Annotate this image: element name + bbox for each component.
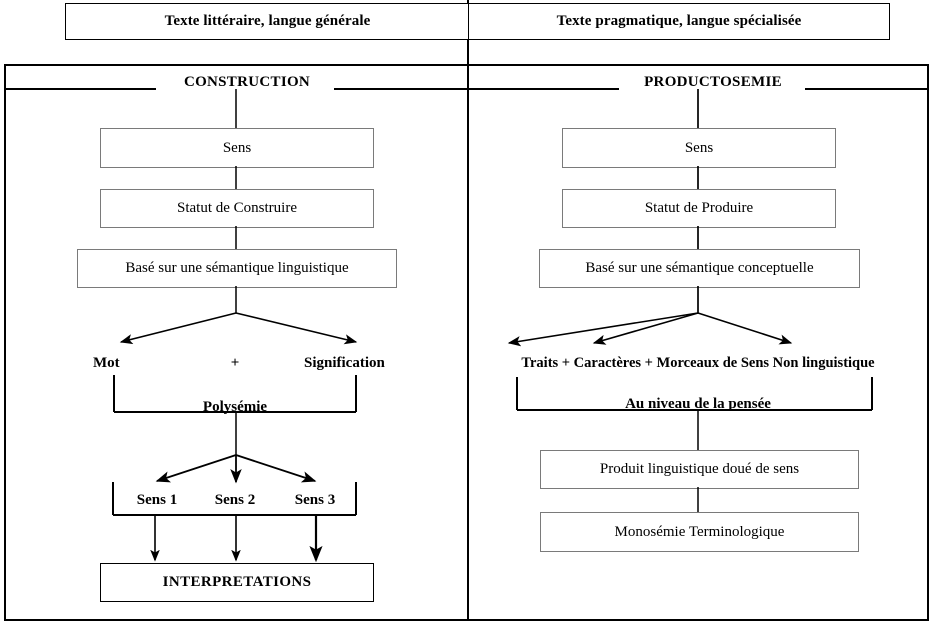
left-box-base-label: Basé sur une sémantique linguistique [125,260,349,276]
right-box-produit-label: Produit linguistique doué de sens [599,461,800,477]
section-rule-right-b [787,88,928,90]
left-branch-mot: Mot [93,355,120,372]
left-branch-plus-label: + [230,355,240,371]
header-box-right: Texte pragmatique, langue spécialisée [468,3,890,40]
section-rule-left-a [4,88,156,90]
frame-bottom-border [4,619,929,621]
right-box-sens: Sens [562,128,836,168]
left-leaf-sens-3: Sens 3 [295,492,335,509]
right-branch-line: Traits + Caractères + Morceaux de Sens N… [521,355,874,372]
section-rule-left-b [318,88,468,90]
left-arrow-to-sens1 [155,454,237,483]
left-box-sens: Sens [100,128,374,168]
right-branch-line-label: Traits + Caractères + Morceaux de Sens N… [521,355,875,371]
right-box-monosemie: Monosémie Terminologique [540,512,859,552]
left-box-statut-label: Statut de Construire [177,200,297,216]
left-leaf-sens-1-label: Sens 1 [136,492,178,508]
left-bracket-polysemie-label: Polysémie [202,399,268,415]
left-box-interpretations-label: INTERPRETATIONS [162,574,312,590]
right-box-base-label: Basé sur une sémantique conceptuelle [585,260,814,276]
left-bracket-polysemie: Polysémie [198,399,272,416]
frame-top-border [4,64,929,66]
left-box-interpretations: INTERPRETATIONS [100,563,374,602]
right-arrow-to-traits [507,312,699,347]
left-arrow-to-signification [235,312,358,345]
left-branch-plus: + [231,355,240,372]
left-branch-signification-label: Signification [304,355,385,371]
section-title-left: CONSTRUCTION [160,74,334,91]
right-box-base: Basé sur une sémantique conceptuelle [539,249,860,288]
right-box-statut-label: Statut de Produire [644,200,754,216]
frame-left-border [4,64,6,621]
header-box-left: Texte littéraire, langue générale [65,3,470,40]
left-leaf-sens-2: Sens 2 [215,492,255,509]
header-title-left: Texte littéraire, langue générale [164,13,371,29]
left-leaf-sens-2-label: Sens 2 [214,492,256,508]
right-bracket-pensee-label: Au niveau de la pensée [625,396,771,412]
right-box-sens-label: Sens [684,139,714,156]
header-title-right: Texte pragmatique, langue spécialisée [556,13,802,29]
left-box-base: Basé sur une sémantique linguistique [77,249,397,288]
left-branch-signification: Signification [304,355,385,372]
right-box-statut: Statut de Produire [562,189,836,228]
right-box-produit: Produit linguistique doué de sens [540,450,859,489]
left-leaf-sens-3-label: Sens 3 [294,492,336,508]
left-branch-mot-label: Mot [93,355,120,371]
section-rule-right-a [469,88,619,90]
left-box-sens-label: Sens [222,139,252,156]
section-title-right: PRODUCTOSEMIE [621,74,805,91]
left-box-statut: Statut de Construire [100,189,374,228]
left-arrow-to-sens3 [235,454,317,483]
right-arrow-to-caracteres [592,312,699,345]
left-leaf-sens-1: Sens 1 [137,492,177,509]
right-arrow-to-morceaux [697,312,793,345]
frame-right-border [927,64,929,621]
right-box-monosemie-label: Monosémie Terminologique [614,523,785,540]
right-bracket-pensee: Au niveau de la pensée [620,396,776,413]
column-divider [467,0,469,621]
left-arrow-to-mot [119,312,237,345]
